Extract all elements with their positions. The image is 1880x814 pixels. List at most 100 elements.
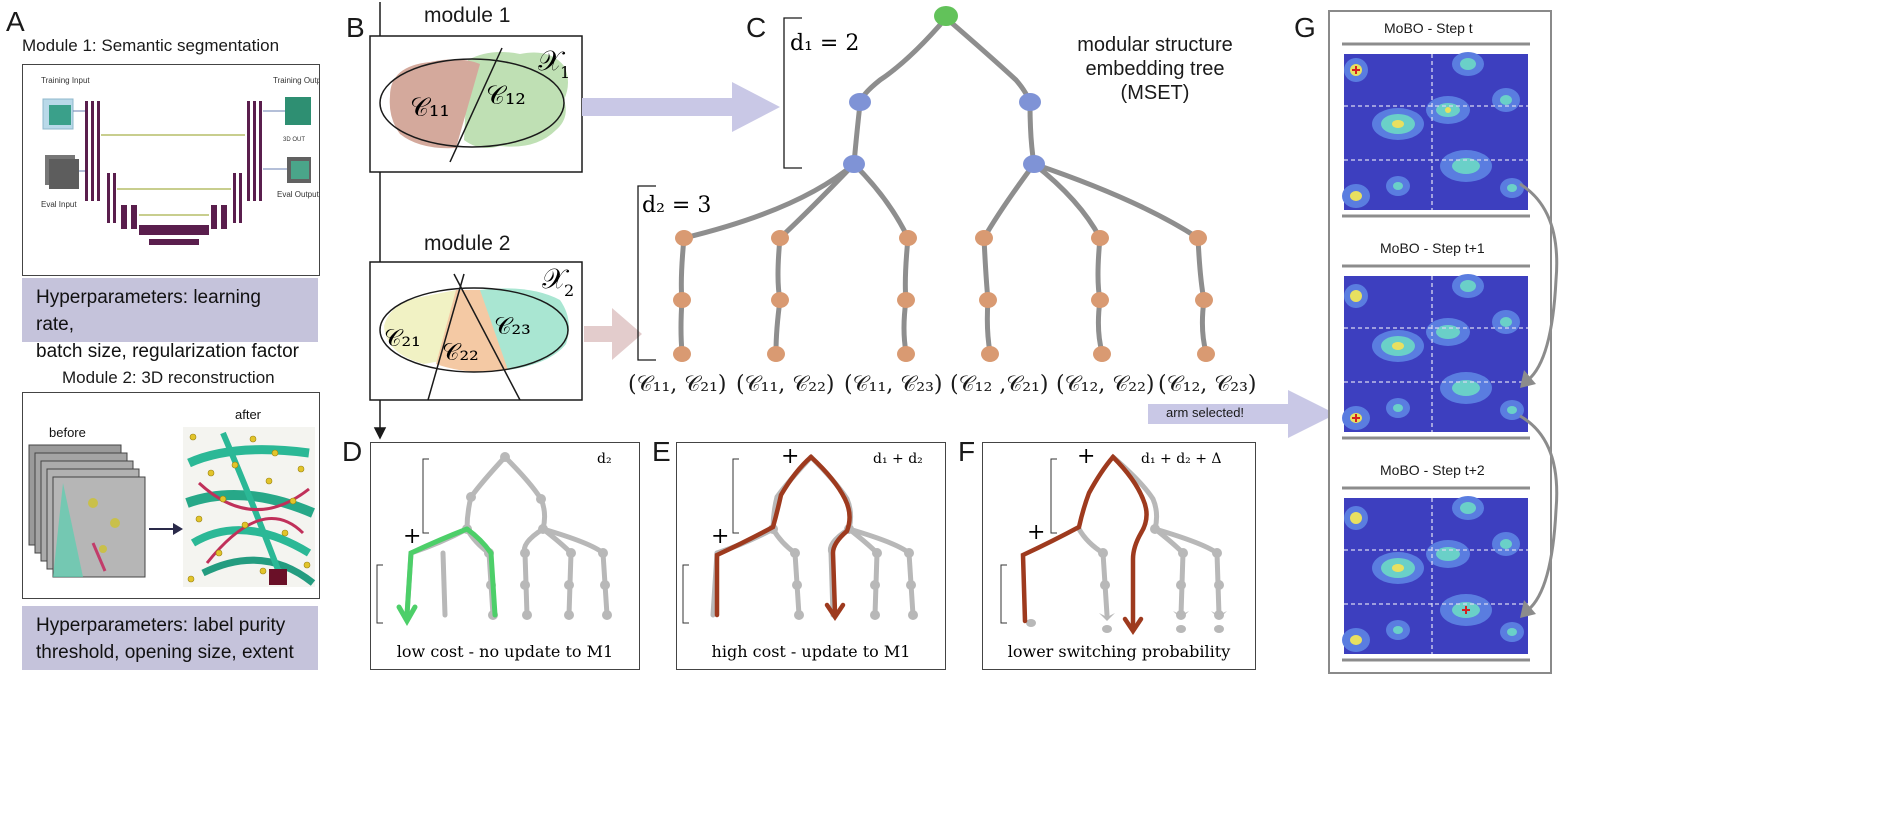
- x1-split-line: [449, 47, 503, 163]
- eval-output-image: [287, 157, 311, 183]
- arm-selected-arrow: [1148, 390, 1336, 438]
- reconstruction-box: before after: [22, 392, 320, 599]
- mobo-step-2-title: MoBO - Step t+1: [1380, 240, 1485, 256]
- panel-f-tree: + + d₁ + d₂ + Δ lower switching probabil…: [1000, 444, 1230, 661]
- module1-title: Module 1: Semantic segmentation: [22, 36, 280, 55]
- after-label: after: [235, 407, 262, 422]
- leaf-label-1: (𝒞₁₁, 𝒞₂₁): [628, 372, 727, 397]
- tree-node-m1: [843, 155, 865, 173]
- tree-node-m2: [899, 230, 917, 246]
- panel-e-plus-top: +: [781, 444, 799, 469]
- x2-ellipse: [379, 287, 569, 373]
- tree-node-m2: [771, 292, 789, 308]
- module2-hyper-line2: threshold, opening size, extent: [36, 642, 294, 663]
- tree-node-m2: [897, 346, 915, 362]
- module1-label: module 1: [424, 4, 511, 27]
- panel-e-cost: d₁ + d₂: [873, 451, 923, 467]
- tree-node-m2: [1189, 230, 1207, 246]
- training-output-image: [285, 97, 311, 125]
- tree-node-m2: [1091, 230, 1109, 246]
- skip-connections: [101, 134, 245, 216]
- panel-letter-d: D: [342, 436, 363, 467]
- module2-hyper-line1: Hyperparameters: label purity: [36, 615, 286, 636]
- tree-node-m2: [975, 230, 993, 246]
- mobo-heatmaps: [1342, 42, 1530, 662]
- eval-input-image: [45, 155, 79, 189]
- arrow-module1-to-tree: [582, 82, 780, 132]
- d2-label: d₂ = 3: [642, 193, 711, 218]
- c21-region: [384, 290, 456, 364]
- panel-letter-b: B: [346, 12, 365, 43]
- leaf-label-2: (𝒞₁₁, 𝒞₂₂): [736, 372, 835, 397]
- module1-hyperparameters: Hyperparameters: learning rate, batch si…: [22, 278, 318, 362]
- tree-node-m2: [1195, 292, 1213, 308]
- panel-b-diagram: 𝒞₁₁ 𝒞₁₂ 𝒳 1 𝒞₂₁ 𝒞₂₂ 𝒞₂₃ 𝒳 2: [369, 2, 583, 440]
- x2-split-line-left: [427, 273, 465, 401]
- x2-label: 𝒳: [542, 262, 570, 295]
- x2-split-line-right: [453, 273, 521, 401]
- mset-tree: d₁ = 2 d₂ = 3: [637, 6, 1215, 362]
- d1-bracket: [783, 17, 802, 169]
- tree-edges: [678, 15, 1209, 355]
- training-input-label: Training Input: [41, 76, 90, 85]
- tree-node-m2: [1093, 346, 1111, 362]
- tree-node-m1: [1019, 93, 1041, 111]
- module2-title: Module 2: 3D reconstruction: [62, 368, 275, 387]
- mset-title-line2: embedding tree: [1085, 58, 1225, 80]
- c11-region: [389, 59, 480, 149]
- panel-d-plus: +: [403, 524, 421, 549]
- c21-label: 𝒞₂₁: [384, 324, 421, 352]
- tree-nodes: [673, 6, 1215, 362]
- mobo-step-arrows: [1519, 182, 1559, 618]
- before-label: before: [49, 425, 86, 440]
- panel-e-tree: + + d₁ + d₂ high cost - update to M1: [682, 444, 923, 661]
- c22-label: 𝒞₂₂: [442, 338, 479, 366]
- panel-f-plus-top: +: [1077, 444, 1095, 469]
- c11-label: 𝒞₁₁: [410, 93, 450, 123]
- panel-f-box: + + d₁ + d₂ + Δ lower switching probabil…: [982, 442, 1256, 670]
- heatmap-step-t2: [1342, 496, 1528, 654]
- panel-d-tree: + d₂ low cost - no update to M1: [376, 451, 613, 661]
- c23-label: 𝒞₂₃: [494, 312, 531, 340]
- panel-d-caption: low cost - no update to M1: [397, 642, 613, 661]
- leaf-label-5: (𝒞₁₂, 𝒞₂₂): [1056, 372, 1155, 397]
- training-input-image: [42, 98, 74, 130]
- c12-label: 𝒞₁₂: [486, 81, 526, 111]
- tree-node-m2: [675, 230, 693, 246]
- module1-hyper-line2: batch size, regularization factor: [36, 341, 299, 362]
- panel-e-box: + + d₁ + d₂ high cost - update to M1: [676, 442, 946, 670]
- tree-node-m2: [981, 346, 999, 362]
- mobo-step-3-title: MoBO - Step t+2: [1380, 462, 1485, 478]
- panel-letter-g: G: [1294, 12, 1316, 43]
- heatmap-step-t: [1342, 52, 1528, 210]
- x1-subscript: 1: [560, 63, 570, 82]
- panel-letter-f: F: [958, 436, 976, 467]
- d1-label: d₁ = 2: [790, 31, 859, 56]
- x1-label: 𝒳: [538, 44, 566, 77]
- training-output-label: Training Output: [273, 76, 319, 85]
- tree-root-node: [934, 6, 958, 26]
- eval-output-label: Eval Output: [277, 190, 319, 199]
- panel-f-cost: d₁ + d₂ + Δ: [1141, 451, 1222, 467]
- panel-f-plus: +: [1027, 520, 1045, 545]
- unet-diagram: Training Input Eval Input Training Outpu…: [41, 76, 329, 245]
- panel-d-box: + d₂ low cost - no update to M1: [370, 442, 640, 670]
- tree-node-m1: [1023, 155, 1045, 173]
- tree-node-m2: [673, 292, 691, 308]
- d2-bracket: [637, 185, 656, 361]
- panel-letter-c: C: [746, 12, 767, 43]
- brown-path: [714, 453, 852, 622]
- arrow-before-after: [149, 523, 183, 535]
- tree-node-m2: [1091, 292, 1109, 308]
- panel-f-caption: lower switching probability: [1008, 642, 1230, 661]
- x2-subscript: 2: [564, 281, 574, 300]
- tree-node-m2: [771, 230, 789, 246]
- unet-layers: [85, 101, 262, 245]
- mset-title-line1: modular structure: [1077, 34, 1233, 56]
- arm-selected-label: arm selected!: [1166, 405, 1245, 420]
- out-3d-label: 3D OUT: [283, 137, 305, 143]
- panel-d-cost: d₂: [597, 451, 612, 467]
- x1-ellipse: [379, 58, 565, 148]
- panel-letter-a: A: [6, 6, 25, 37]
- before-stack: [28, 444, 146, 578]
